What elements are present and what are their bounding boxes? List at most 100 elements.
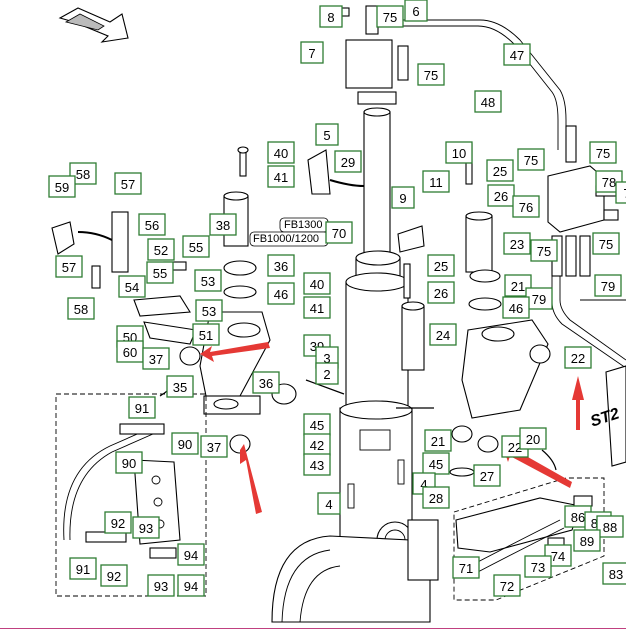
callout-number: 94 bbox=[184, 548, 198, 563]
callout-number: 8 bbox=[327, 10, 334, 25]
callout-24: 24 bbox=[429, 323, 457, 346]
callout-89: 89 bbox=[573, 529, 601, 552]
callout-20: 20 bbox=[519, 427, 547, 450]
callout-number: 25 bbox=[493, 164, 507, 179]
callout-29: 29 bbox=[334, 150, 362, 173]
red-arrow-icon bbox=[200, 342, 584, 514]
callout-number: 46 bbox=[274, 287, 288, 302]
hydraulic-pipe bbox=[385, 19, 626, 369]
callout-number: 51 bbox=[199, 328, 213, 343]
callout-number: 28 bbox=[429, 491, 443, 506]
left-detail-parts bbox=[63, 423, 181, 559]
callout-number: 2 bbox=[323, 367, 330, 382]
callout-number: 93 bbox=[139, 521, 153, 536]
callout-number: 27 bbox=[480, 469, 494, 484]
callout-52: 52 bbox=[147, 238, 175, 261]
callout-number: 46 bbox=[509, 301, 523, 316]
callout-43: 43 bbox=[303, 453, 331, 476]
callout-number: 70 bbox=[332, 226, 346, 241]
callout-21: 21 bbox=[424, 429, 452, 452]
callout-number: 21 bbox=[511, 279, 525, 294]
footer-bar bbox=[0, 628, 626, 643]
callout-number: 75 bbox=[424, 68, 438, 83]
callout-number: 37 bbox=[207, 440, 221, 455]
callout-54: 54 bbox=[118, 275, 146, 298]
callout-22: 22 bbox=[564, 346, 592, 369]
callout-48: 48 bbox=[474, 90, 502, 113]
callout-number: 6 bbox=[412, 4, 419, 19]
callout-53: 53 bbox=[194, 269, 222, 292]
callout-number: 83 bbox=[609, 567, 623, 582]
callout-number: 25 bbox=[434, 259, 448, 274]
callout-45: 45 bbox=[303, 413, 331, 436]
callout-number: 90 bbox=[178, 437, 192, 452]
svg-text:FB1300: FB1300 bbox=[284, 219, 323, 231]
right-detail-parts bbox=[455, 495, 593, 575]
callout-27: 27 bbox=[473, 464, 501, 487]
callout-79: 79 bbox=[525, 287, 553, 310]
callout-labels: 8756775474854029102575754191126767875857… bbox=[48, 0, 626, 597]
svg-text:FB1000/1200: FB1000/1200 bbox=[253, 233, 319, 245]
callout-number: 26 bbox=[494, 189, 508, 204]
callout-93: 93 bbox=[147, 574, 175, 597]
callout-number: 59 bbox=[55, 180, 69, 195]
callout-number: 43 bbox=[310, 458, 324, 473]
callout-42: 42 bbox=[303, 433, 331, 456]
callout-number: 91 bbox=[135, 401, 149, 416]
callout-58: 58 bbox=[67, 297, 95, 320]
callout-number: 22 bbox=[508, 440, 522, 455]
retaining-clip bbox=[307, 149, 331, 195]
drive-wheel bbox=[271, 519, 439, 623]
callout-53: 53 bbox=[195, 299, 223, 322]
right-pivot-arm bbox=[449, 319, 551, 477]
callout-36: 36 bbox=[267, 254, 295, 277]
callout-2: 2 bbox=[315, 362, 339, 385]
callout-number: 35 bbox=[173, 380, 187, 395]
fb-label-1000: FB1000/1200 bbox=[249, 231, 329, 247]
callout-number: 24 bbox=[436, 328, 450, 343]
callout-number: 4 bbox=[420, 477, 427, 492]
callout-40: 40 bbox=[267, 141, 295, 164]
callout-94: 94 bbox=[177, 543, 205, 566]
callout-number: 40 bbox=[274, 146, 288, 161]
callout-number: 92 bbox=[111, 516, 125, 531]
top-bracket bbox=[332, 5, 409, 105]
callout-7: 7 bbox=[300, 41, 324, 64]
callout-number: 45 bbox=[429, 457, 443, 472]
callout-number: 86 bbox=[571, 510, 585, 525]
callout-36: 36 bbox=[252, 371, 280, 394]
callout-number: 7 bbox=[308, 46, 315, 61]
callout-75: 75 bbox=[530, 239, 558, 262]
callout-83: 83 bbox=[602, 562, 626, 585]
callout-number: 75 bbox=[596, 146, 610, 161]
callout-number: 22 bbox=[571, 351, 585, 366]
callout-number: 41 bbox=[310, 301, 324, 316]
callout-number: 45 bbox=[310, 418, 324, 433]
callout-number: 79 bbox=[532, 292, 546, 307]
callout-number: 53 bbox=[202, 304, 216, 319]
callout-number: 47 bbox=[510, 48, 524, 63]
detail-box-right bbox=[453, 477, 605, 601]
callout-number: 78 bbox=[602, 175, 616, 190]
callout-number: 72 bbox=[500, 579, 514, 594]
callout-9: 9 bbox=[391, 186, 415, 209]
callout-26: 26 bbox=[487, 184, 515, 207]
callout-58: 58 bbox=[69, 162, 97, 185]
callout-41: 41 bbox=[267, 165, 295, 188]
callout-35: 35 bbox=[166, 375, 194, 398]
callout-25: 25 bbox=[486, 159, 514, 182]
arrow-29 bbox=[329, 179, 365, 187]
callout-number: 93 bbox=[154, 579, 168, 594]
callout-75: 75 bbox=[417, 63, 445, 86]
callout-number: 74 bbox=[551, 549, 565, 564]
callout-number: 57 bbox=[121, 177, 135, 192]
callout-number: 58 bbox=[76, 167, 90, 182]
callout-90: 90 bbox=[171, 432, 199, 455]
callout-60: 60 bbox=[116, 340, 144, 363]
callout-number: 29 bbox=[341, 155, 355, 170]
callout-4: 4 bbox=[317, 492, 341, 515]
callout-57: 57 bbox=[55, 255, 83, 278]
callout-73: 73 bbox=[524, 555, 552, 578]
callout-number: 52 bbox=[154, 243, 168, 258]
